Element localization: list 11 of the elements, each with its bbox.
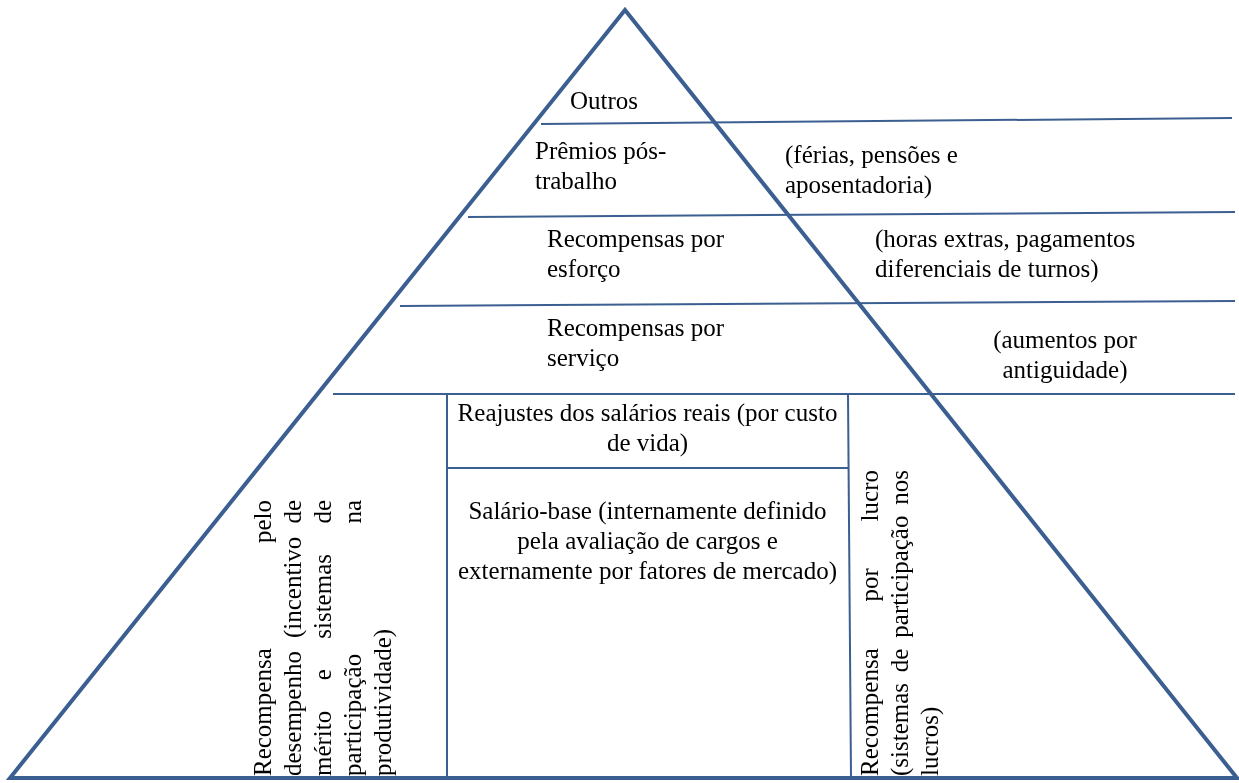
tier-note: (aumentos por antiguidade) [992,325,1138,385]
tier-label: Reajustes dos salários reais (por custo de vida) [456,398,839,458]
tier-label: Outros [570,86,639,116]
tier-label: Recompensa por lucro (sistemas de participação nos lucros) [855,470,944,776]
tier-label: Prêmios pós-trabalho [535,136,668,196]
tier-label: Recompensas por serviço [547,313,726,373]
tier-label: Salário-base (internamente definido pela avaliação de cargos e externamente por fatores de mercado) [457,496,838,586]
tier-note: (horas extras, pagamentos diferenciais de turnos) [875,224,1137,284]
tier-label: Recompensa pelo desempenho (incentivo de mérito e sistemas de participação na produtividade) [248,500,397,776]
tier-note: (férias, pensões e aposentadoria) [785,140,959,200]
tier-label: Recompensas por esforço [547,224,726,284]
